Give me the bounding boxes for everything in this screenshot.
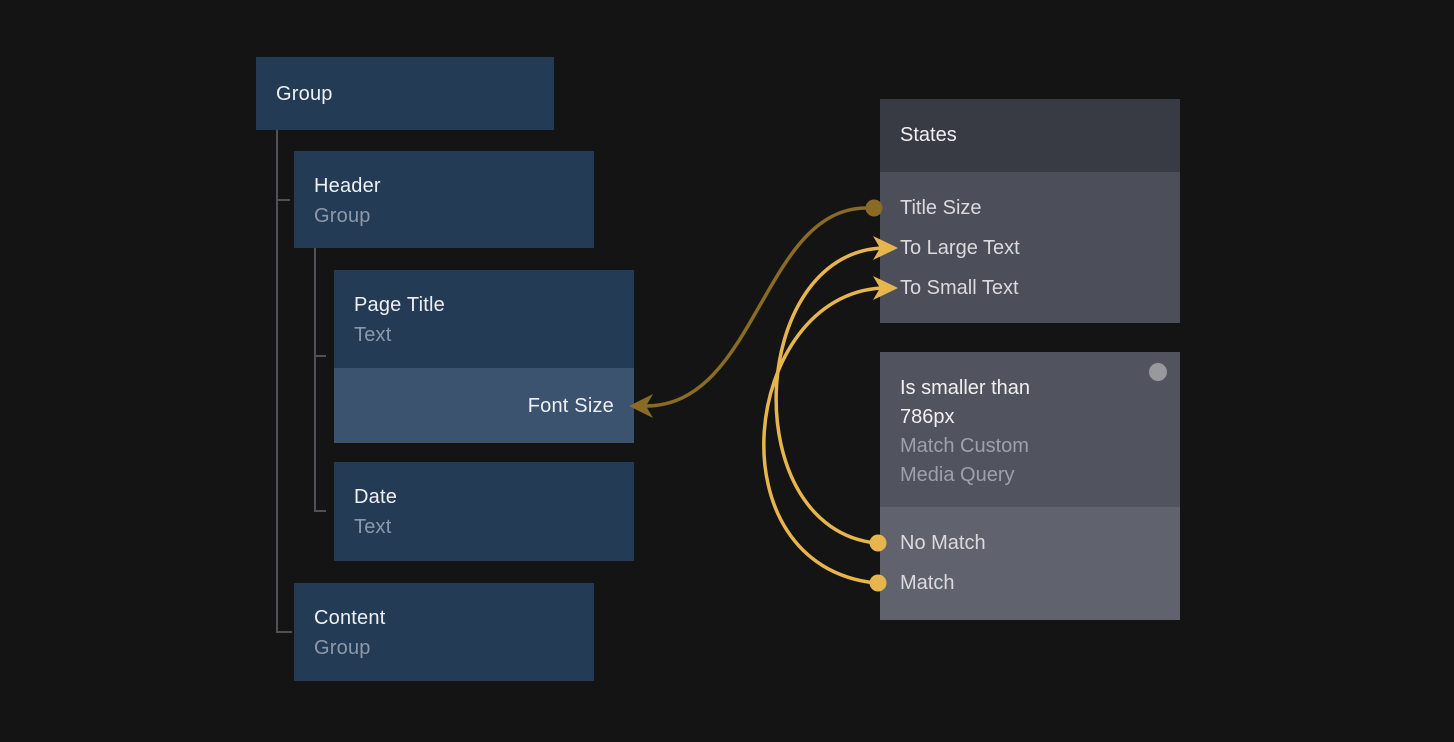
- media-query-subtitle: Match Custom Media Query: [900, 435, 1029, 486]
- tree-connector-line-header: [314, 248, 316, 511]
- media-query-panel-header[interactable]: Is smaller than 786px Match Custom Media…: [880, 352, 1180, 507]
- layer-type-label: Text: [354, 324, 392, 346]
- states-panel-header[interactable]: States: [880, 99, 1180, 172]
- layer-title: Date: [354, 486, 398, 508]
- layer-node-content[interactable]: Content Group: [294, 583, 594, 681]
- layer-node-group[interactable]: Group: [256, 57, 554, 130]
- layer-node-header[interactable]: Header Group: [294, 151, 594, 248]
- media-query-panel-body: No Match Match: [880, 507, 1180, 620]
- state-item-to-large-text[interactable]: To Large Text: [900, 237, 1020, 259]
- states-panel-title: States: [900, 124, 957, 146]
- layer-type-label: Group: [314, 205, 371, 227]
- property-label: Font Size: [527, 394, 614, 417]
- wire-match-to-small-text: [762, 286, 883, 585]
- wire-title-size-to-font-size: [643, 206, 869, 408]
- layer-title: Content: [314, 607, 386, 629]
- tree-connector-tick-page-title: [314, 355, 326, 357]
- state-item-to-small-text[interactable]: To Small Text: [900, 277, 1019, 299]
- layer-node-page-title[interactable]: Page Title Text Font Size: [334, 270, 634, 443]
- tree-connector-tick-date: [314, 510, 326, 512]
- layer-node-date[interactable]: Date Text: [334, 462, 634, 561]
- layer-type-label: Text: [354, 516, 392, 538]
- media-query-panel: Is smaller than 786px Match Custom Media…: [880, 352, 1180, 620]
- layer-title: Page Title: [354, 294, 445, 316]
- wire-no-match-to-large-text: [774, 246, 883, 545]
- layer-title: Header: [314, 175, 381, 197]
- states-panel: States Title Size To Large Text To Small…: [880, 99, 1180, 323]
- media-item-no-match[interactable]: No Match: [900, 532, 986, 554]
- panel-status-dot[interactable]: [1149, 363, 1167, 381]
- layer-type-label: Group: [314, 637, 371, 659]
- property-row-font-size[interactable]: Font Size: [334, 368, 634, 443]
- tree-connector-tick-header: [276, 199, 290, 201]
- state-item-title-size[interactable]: Title Size: [900, 197, 982, 219]
- tree-connector-line-root: [276, 130, 278, 632]
- media-item-match[interactable]: Match: [900, 572, 955, 594]
- states-panel-body: Title Size To Large Text To Small Text: [880, 172, 1180, 323]
- layer-title: Group: [276, 82, 333, 105]
- tree-connector-tick-content: [276, 631, 292, 633]
- media-query-title: Is smaller than 786px: [900, 377, 1031, 428]
